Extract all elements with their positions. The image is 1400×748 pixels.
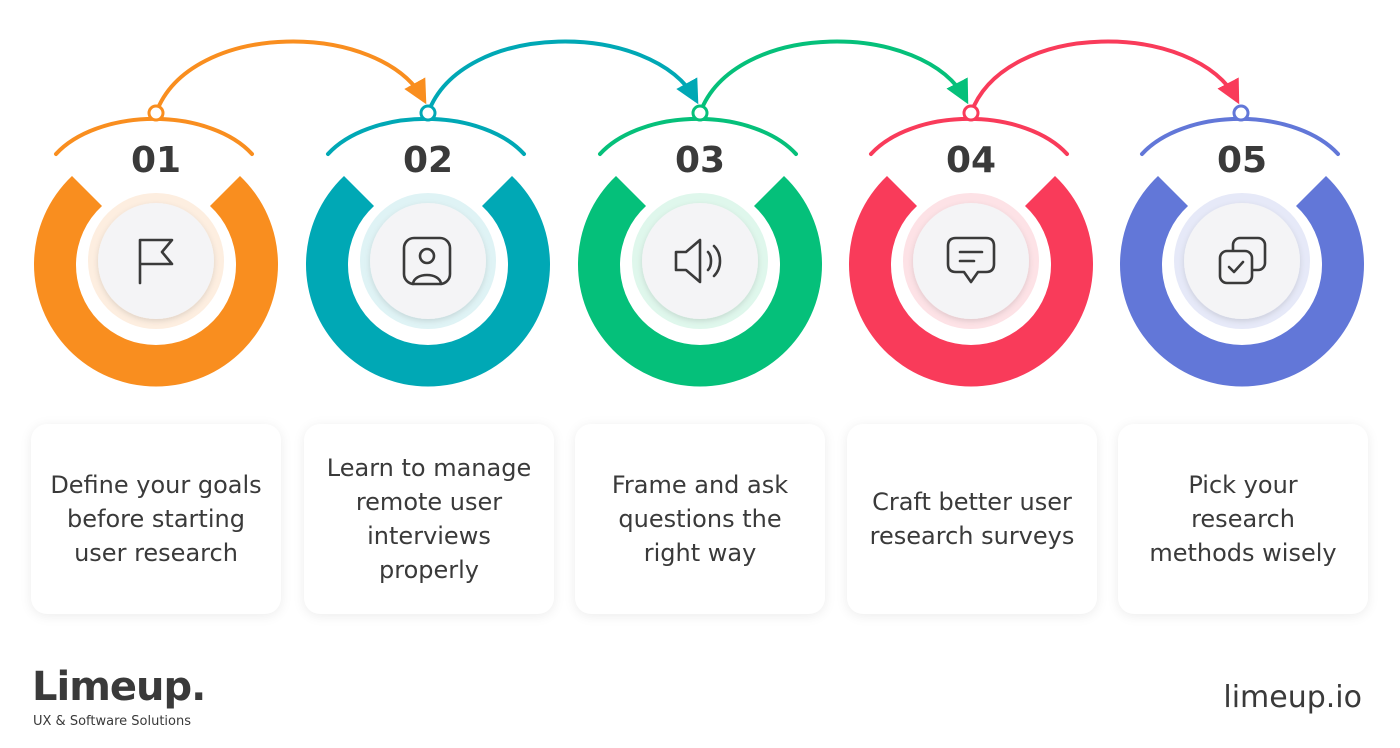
connector-arrow-4 xyxy=(969,39,1240,115)
step-2-ring xyxy=(305,104,550,387)
step-card-2: Learn to manage remote user interviews p… xyxy=(304,424,554,614)
speaker-icon xyxy=(674,238,722,284)
step-number-2: 02 xyxy=(402,140,454,181)
step-card-3: Frame and ask questions the right way xyxy=(575,424,825,614)
step-number-3: 03 xyxy=(674,140,726,181)
step-card-4: Craft better user research surveys xyxy=(847,424,1097,614)
connector-arrow-1 xyxy=(154,39,427,115)
step-card-1: Define your goals before starting user r… xyxy=(31,424,281,614)
connector-arrow-3 xyxy=(698,39,969,115)
step-number-4: 04 xyxy=(945,140,997,181)
brand-logo: Limeup. xyxy=(32,664,206,710)
step-text-2: Learn to manage remote user interviews p… xyxy=(326,454,532,584)
brand-tagline: UX & Software Solutions xyxy=(33,714,191,729)
step-text-4: Craft better user research surveys xyxy=(869,488,1075,550)
step-card-5: Pick your research methods wisely xyxy=(1118,424,1368,614)
chat-bubble-icon xyxy=(946,236,996,284)
connector-arrow-2 xyxy=(426,39,699,115)
copy-check-icon xyxy=(1218,236,1267,285)
step-text-1: Define your goals before starting user r… xyxy=(50,471,262,567)
step-1-ring xyxy=(33,104,278,387)
user-portrait-icon xyxy=(402,236,452,286)
steps-diagram xyxy=(33,39,1364,387)
step-number-5: 05 xyxy=(1216,140,1268,181)
step-number-1: 01 xyxy=(130,140,182,181)
site-url[interactable]: limeup.io xyxy=(1223,680,1362,715)
step-text-3: Frame and ask questions the right way xyxy=(611,471,789,567)
flag-icon xyxy=(138,238,174,285)
step-text-5: Pick your research methods wisely xyxy=(1149,471,1337,567)
